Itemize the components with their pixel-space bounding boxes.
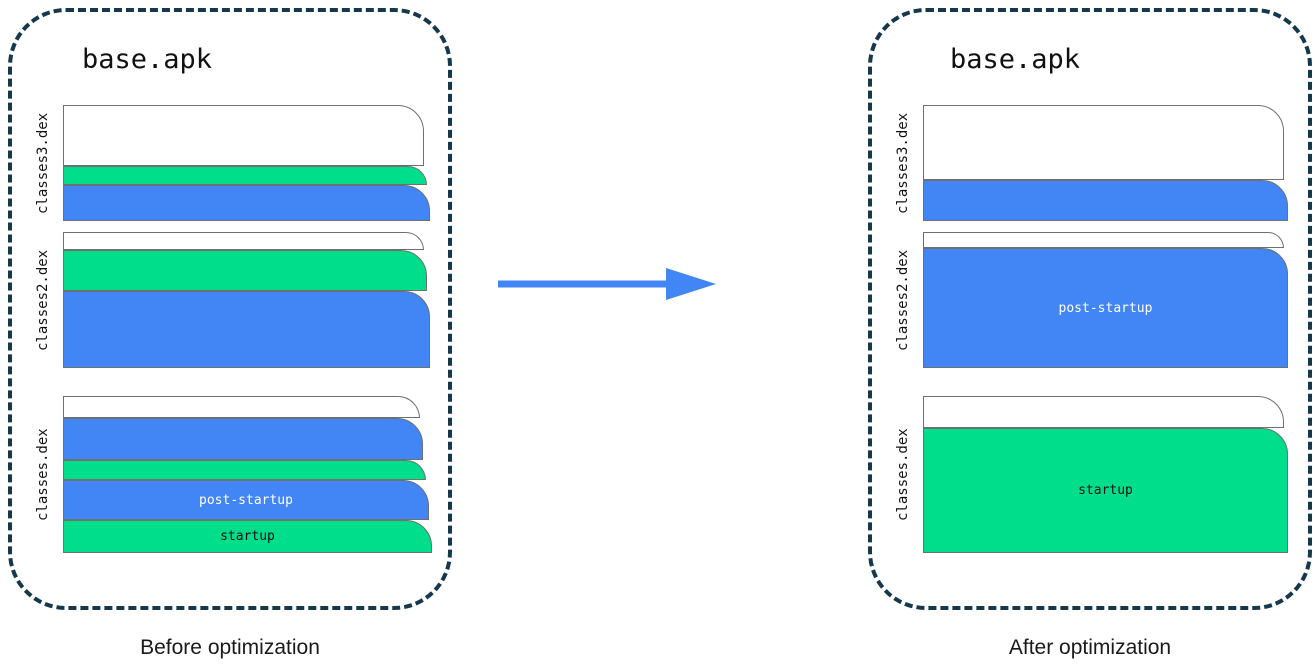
dex-block-after-classes3: classes3.dex	[892, 105, 1292, 221]
dex-block-before-classes2: classes2.dex	[32, 232, 432, 368]
band-startup-labeled: startup	[923, 428, 1288, 553]
caption-after: After optimization	[1008, 636, 1172, 659]
apk-title-before: base.apk	[82, 44, 213, 75]
band-label: startup	[220, 529, 275, 544]
apk-title-after: base.apk	[950, 44, 1081, 75]
band-empty	[63, 232, 424, 250]
dex-bands-before-classes3	[32, 105, 432, 221]
band-startup	[63, 460, 426, 480]
dex-bands-after-classes2: post-startup	[892, 232, 1292, 368]
transformation-arrow	[498, 262, 722, 322]
arrow-icon	[498, 268, 716, 300]
band-startup	[63, 250, 427, 291]
band-post-startup	[923, 180, 1288, 221]
band-label: post-startup	[199, 492, 293, 508]
dex-block-after-classes2: classes2.dex post-startup	[892, 232, 1292, 368]
band-empty	[923, 232, 1284, 248]
caption-before: Before optimization	[140, 636, 320, 659]
band-empty	[63, 105, 424, 166]
band-label: startup	[1078, 483, 1133, 498]
band-post-startup-labeled: post-startup	[923, 248, 1288, 368]
band-label: post-startup	[1058, 300, 1153, 316]
dex-block-before-classes3: classes3.dex	[32, 105, 432, 221]
band-post-startup	[63, 291, 430, 368]
dex-bands-before-classes: post-startup startup	[32, 396, 432, 553]
dex-bands-after-classes: startup	[892, 396, 1292, 553]
dex-bands-after-classes3	[892, 105, 1292, 221]
dex-bands-before-classes2	[32, 232, 432, 368]
band-empty	[923, 396, 1284, 428]
band-post-startup	[63, 418, 423, 460]
band-post-startup	[63, 185, 430, 221]
band-empty	[923, 105, 1284, 180]
band-post-startup-labeled: post-startup	[63, 480, 429, 520]
band-startup-labeled: startup	[63, 520, 432, 553]
dex-block-before-classes: classes.dex post-startup startup	[32, 396, 432, 553]
band-empty	[63, 396, 420, 418]
band-startup	[63, 166, 427, 185]
dex-block-after-classes: classes.dex startup	[892, 396, 1292, 553]
